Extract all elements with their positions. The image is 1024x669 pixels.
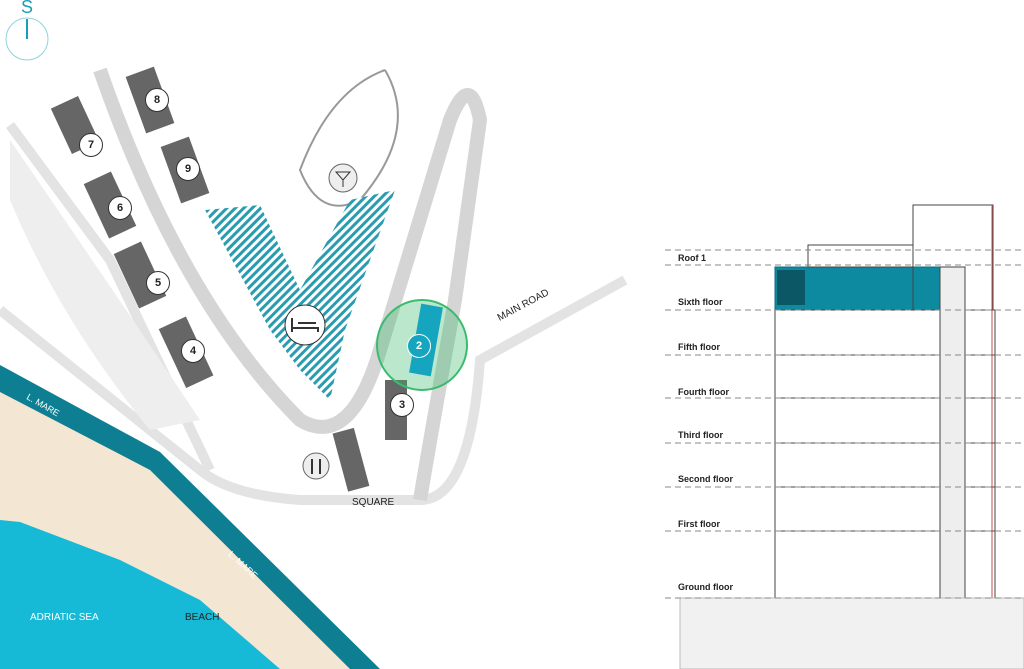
floor-label-fifth[interactable]: Fifth floor (678, 342, 720, 352)
floor-label-fourth[interactable]: Fourth floor (678, 387, 729, 397)
cocktail-bar-icon (328, 163, 358, 193)
floor-label-ground[interactable]: Ground floor (678, 582, 733, 592)
building-marker-8[interactable]: 8 (145, 88, 169, 112)
floor-label-second[interactable]: Second floor (678, 474, 734, 484)
promenade-strip (0, 365, 380, 669)
hotel-area (205, 190, 395, 400)
floor-label-roof-1[interactable]: Roof 1 (678, 253, 706, 263)
building-marker-4[interactable]: 4 (181, 339, 205, 363)
hotel-bed-icon (284, 304, 326, 346)
building-marker-3[interactable]: 3 (390, 393, 414, 417)
floor-label-sixth[interactable]: Sixth floor (678, 297, 723, 307)
building-marker-9[interactable]: 9 (176, 157, 200, 181)
sea-label: ADRIATIC SEA (30, 612, 99, 623)
compass-icon (5, 17, 49, 61)
building-section (679, 204, 1024, 669)
building-marker-7[interactable]: 7 (79, 133, 103, 157)
compass-label: S (21, 0, 34, 17)
sea-area (0, 520, 280, 669)
access-road (93, 67, 488, 502)
building-marker-2[interactable]: 2 (407, 334, 431, 358)
square-label: SQUARE (352, 497, 395, 508)
floor-label-third[interactable]: Third floor (678, 430, 723, 440)
building-marker-6[interactable]: 6 (108, 196, 132, 220)
building-marker-5[interactable]: 5 (146, 271, 170, 295)
beach-label: BEACH (185, 612, 220, 623)
restaurant-icon (302, 452, 330, 480)
floor-label-first[interactable]: First floor (678, 519, 720, 529)
